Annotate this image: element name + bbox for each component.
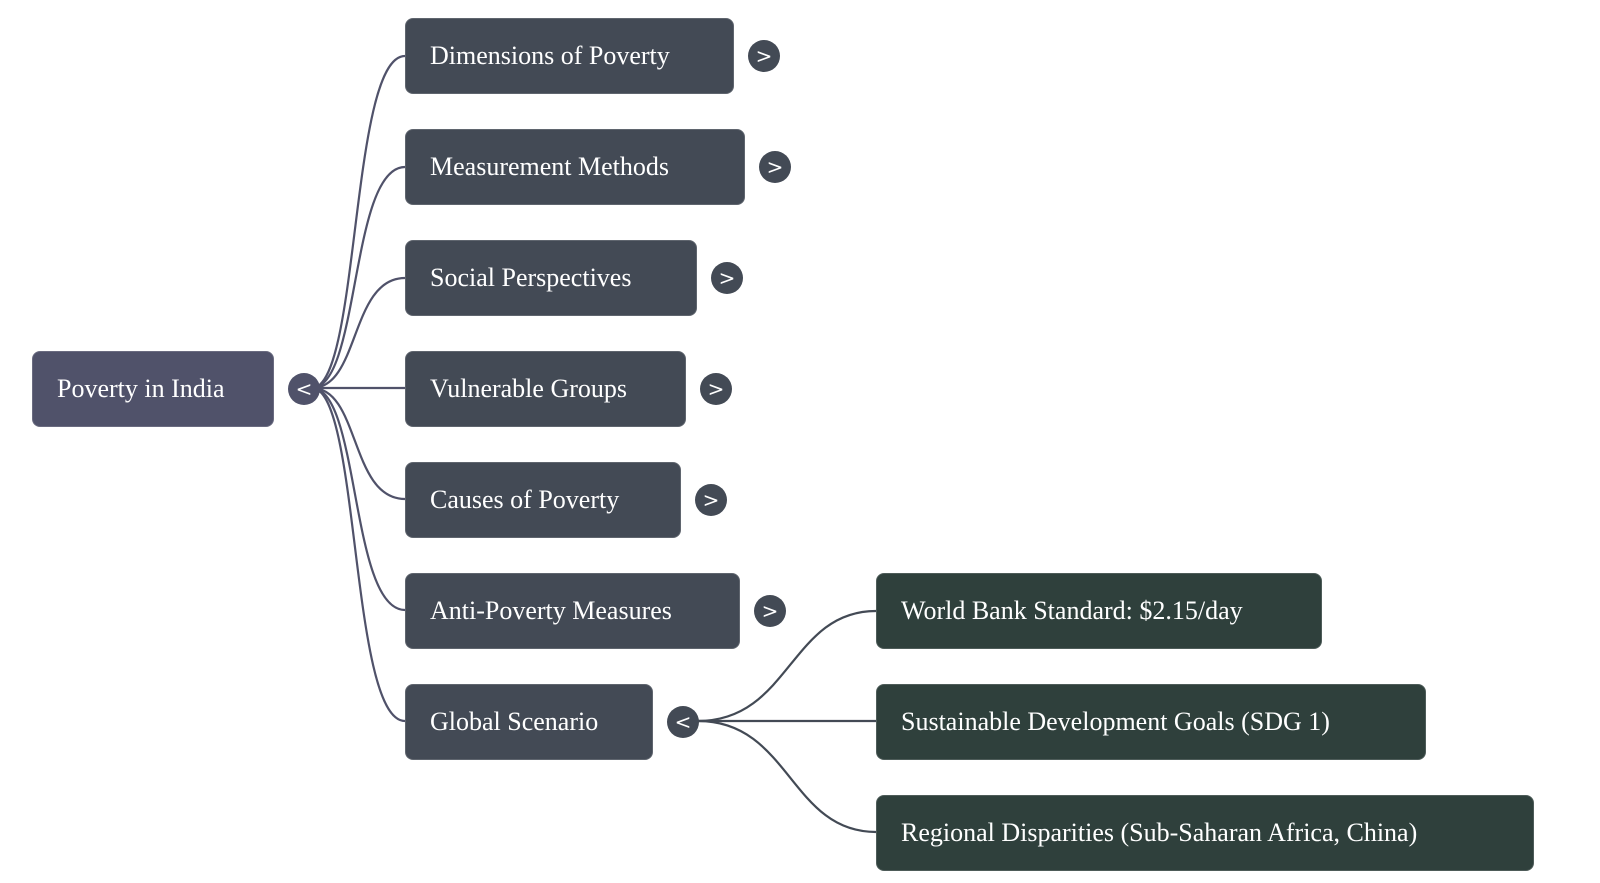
expand-toggle-measurement[interactable]: > xyxy=(759,151,791,183)
link-anti-poverty xyxy=(311,386,406,612)
node-world-bank-standard[interactable]: World Bank Standard: $2.15/day xyxy=(876,573,1322,649)
node-sdg-1[interactable]: Sustainable Development Goals (SDG 1) xyxy=(876,684,1426,760)
node-measurement-methods[interactable]: Measurement Methods xyxy=(405,129,745,205)
node-causes-of-poverty[interactable]: Causes of Poverty xyxy=(405,462,681,538)
node-vulnerable-groups[interactable]: Vulnerable Groups xyxy=(405,351,686,427)
node-label: Causes of Poverty xyxy=(430,485,620,514)
collapse-toggle-global[interactable]: < xyxy=(667,706,699,738)
node-dimensions-of-poverty[interactable]: Dimensions of Poverty xyxy=(405,18,734,94)
collapse-toggle-root[interactable]: < xyxy=(288,373,320,405)
node-label: Vulnerable Groups xyxy=(430,374,627,403)
node-anti-poverty-measures[interactable]: Anti-Poverty Measures xyxy=(405,573,740,649)
expand-toggle-dimensions[interactable]: > xyxy=(748,40,780,72)
node-label: Global Scenario xyxy=(430,707,599,736)
link-world-bank xyxy=(697,609,877,723)
root-node-poverty-in-india[interactable]: Poverty in India xyxy=(32,351,274,427)
link-social xyxy=(311,276,406,390)
expand-toggle-anti-poverty[interactable]: > xyxy=(754,595,786,627)
expand-toggle-causes[interactable]: > xyxy=(695,484,727,516)
node-label: Sustainable Development Goals (SDG 1) xyxy=(901,707,1330,736)
expand-toggle-vulnerable[interactable]: > xyxy=(700,373,732,405)
node-label: Measurement Methods xyxy=(430,152,670,181)
node-label: Dimensions of Poverty xyxy=(430,41,670,70)
node-label: World Bank Standard: $2.15/day xyxy=(901,596,1243,625)
node-global-scenario[interactable]: Global Scenario xyxy=(405,684,653,760)
node-label: Poverty in India xyxy=(57,374,225,403)
link-regional xyxy=(697,719,877,834)
node-social-perspectives[interactable]: Social Perspectives xyxy=(405,240,697,316)
expand-toggle-social[interactable]: > xyxy=(711,262,743,294)
link-causes xyxy=(311,386,406,501)
node-label: Social Perspectives xyxy=(430,263,632,292)
node-label: Anti-Poverty Measures xyxy=(430,596,672,625)
link-global xyxy=(311,386,406,723)
link-measurement xyxy=(311,165,406,390)
link-dimensions xyxy=(311,54,406,390)
node-label: Regional Disparities (Sub-Saharan Africa… xyxy=(901,818,1418,847)
node-regional-disparities[interactable]: Regional Disparities (Sub-Saharan Africa… xyxy=(876,795,1534,871)
